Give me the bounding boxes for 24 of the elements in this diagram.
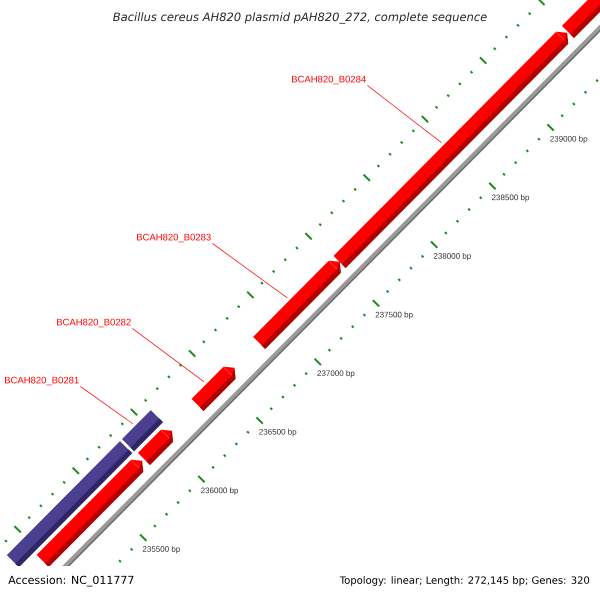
gene-label: BCAH820_B0282 (56, 318, 131, 328)
leader-line (367, 85, 442, 144)
scale-label: 237500 bp (376, 312, 413, 319)
gene-feature (192, 366, 236, 412)
gene-label: BCAH820_B0284 (292, 76, 366, 84)
leader-line (80, 386, 134, 424)
accession-label: Accession: NC_011777 (8, 576, 134, 586)
scale-label: 239000 bp (550, 136, 588, 144)
scale-label: 235500 bp (142, 546, 180, 554)
gene-feature (562, 0, 600, 38)
scale-label: 238500 bp (492, 194, 530, 202)
gene-label: BCAH820_B0281 (4, 376, 79, 386)
scale-label: 237000 bp (317, 370, 354, 378)
scale-label: 236500 bp (259, 428, 296, 436)
title: Bacillus cereus AH820 plasmid pAH820_272, complete sequence (113, 12, 487, 24)
gene-feature (253, 260, 341, 350)
summary-label: Topology: linear; Length: 272,145 bp; Genes: 320 (340, 576, 590, 586)
scale-label: 238000 bp (434, 252, 471, 260)
scale-label: 236000 bp (201, 487, 238, 495)
leader-line (132, 328, 204, 382)
gene-feature (138, 430, 174, 466)
leader-line (212, 243, 288, 298)
gene-feature (36, 460, 144, 566)
gene-label: BCAH820_B0283 (136, 234, 211, 242)
